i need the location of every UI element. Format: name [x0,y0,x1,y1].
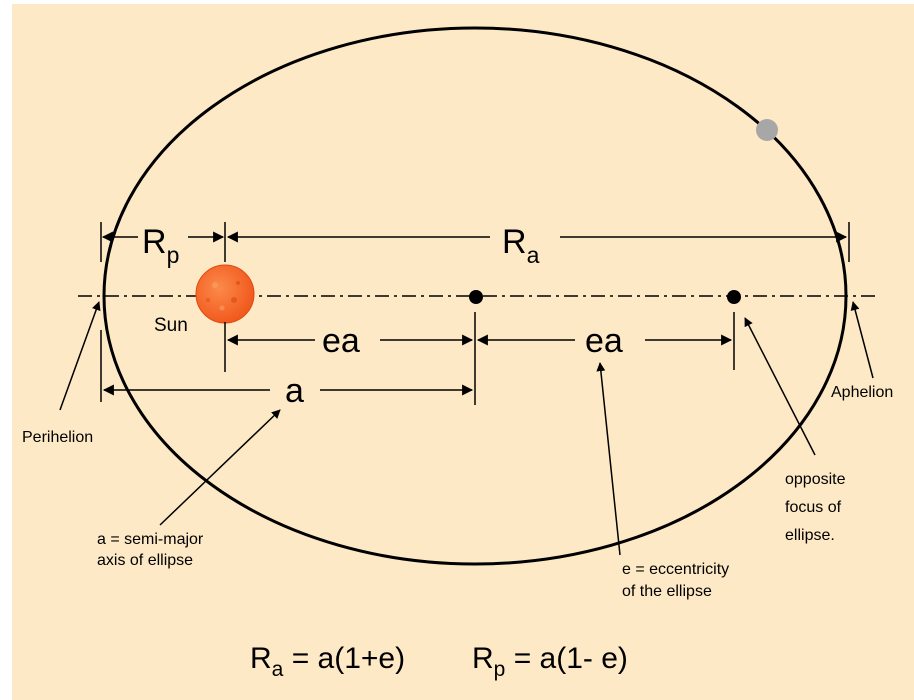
opposite-focus-label-line3: ellipse. [785,527,835,544]
perihelion-leader [59,301,101,411]
semi-major-leader [159,409,281,526]
aphelion-leader [850,301,874,379]
eccentricity-label-line1: e = eccentricity [622,561,729,578]
ra-formula: Ra = a(1+e) [250,642,405,681]
opposite-focus-leader [744,317,816,456]
eccentricity-label-line2: of the ellipse [622,583,712,600]
center-dot [469,290,483,304]
rp-formula: Rp = a(1- e) [472,642,628,681]
opposite-focus-label-line2: focus of [785,499,842,516]
a-label: a [285,372,304,410]
opposite-focus-label-line1: opposite [785,471,846,488]
planet [756,119,778,141]
perihelion-label: Perihelion [22,429,93,446]
ea-left-label: ea [322,322,360,360]
aphelion-label: Aphelion [831,384,893,401]
opposite-focus-dot [727,290,741,304]
background-panel [12,4,914,700]
rp-label: Rp [142,223,179,268]
ra-label: Ra [502,223,540,268]
semi-major-label-line1: a = semi-major [97,531,204,548]
ea-right-label: ea [585,322,623,360]
eccentricity-leader [596,362,621,556]
sun [195,264,255,324]
semi-major-label-line2: axis of ellipse [97,552,193,569]
sun-label: Sun [154,315,188,336]
